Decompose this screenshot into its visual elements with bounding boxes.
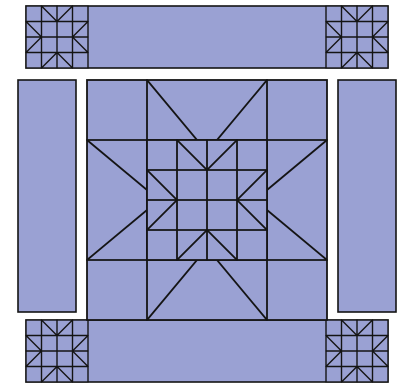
top-corner-star-left <box>26 6 88 68</box>
center-star-block <box>87 80 327 320</box>
left-strip <box>18 80 76 312</box>
center-inner-star <box>147 140 267 260</box>
top-border-strip <box>26 6 388 68</box>
bottom-corner-star-left <box>26 320 88 382</box>
top-corner-star-right <box>326 6 388 68</box>
bottom-corner-star-right <box>326 320 388 382</box>
right-strip <box>338 80 396 312</box>
right-border-strip <box>338 80 396 312</box>
left-border-strip <box>18 80 76 312</box>
bottom-border-strip <box>26 320 388 382</box>
